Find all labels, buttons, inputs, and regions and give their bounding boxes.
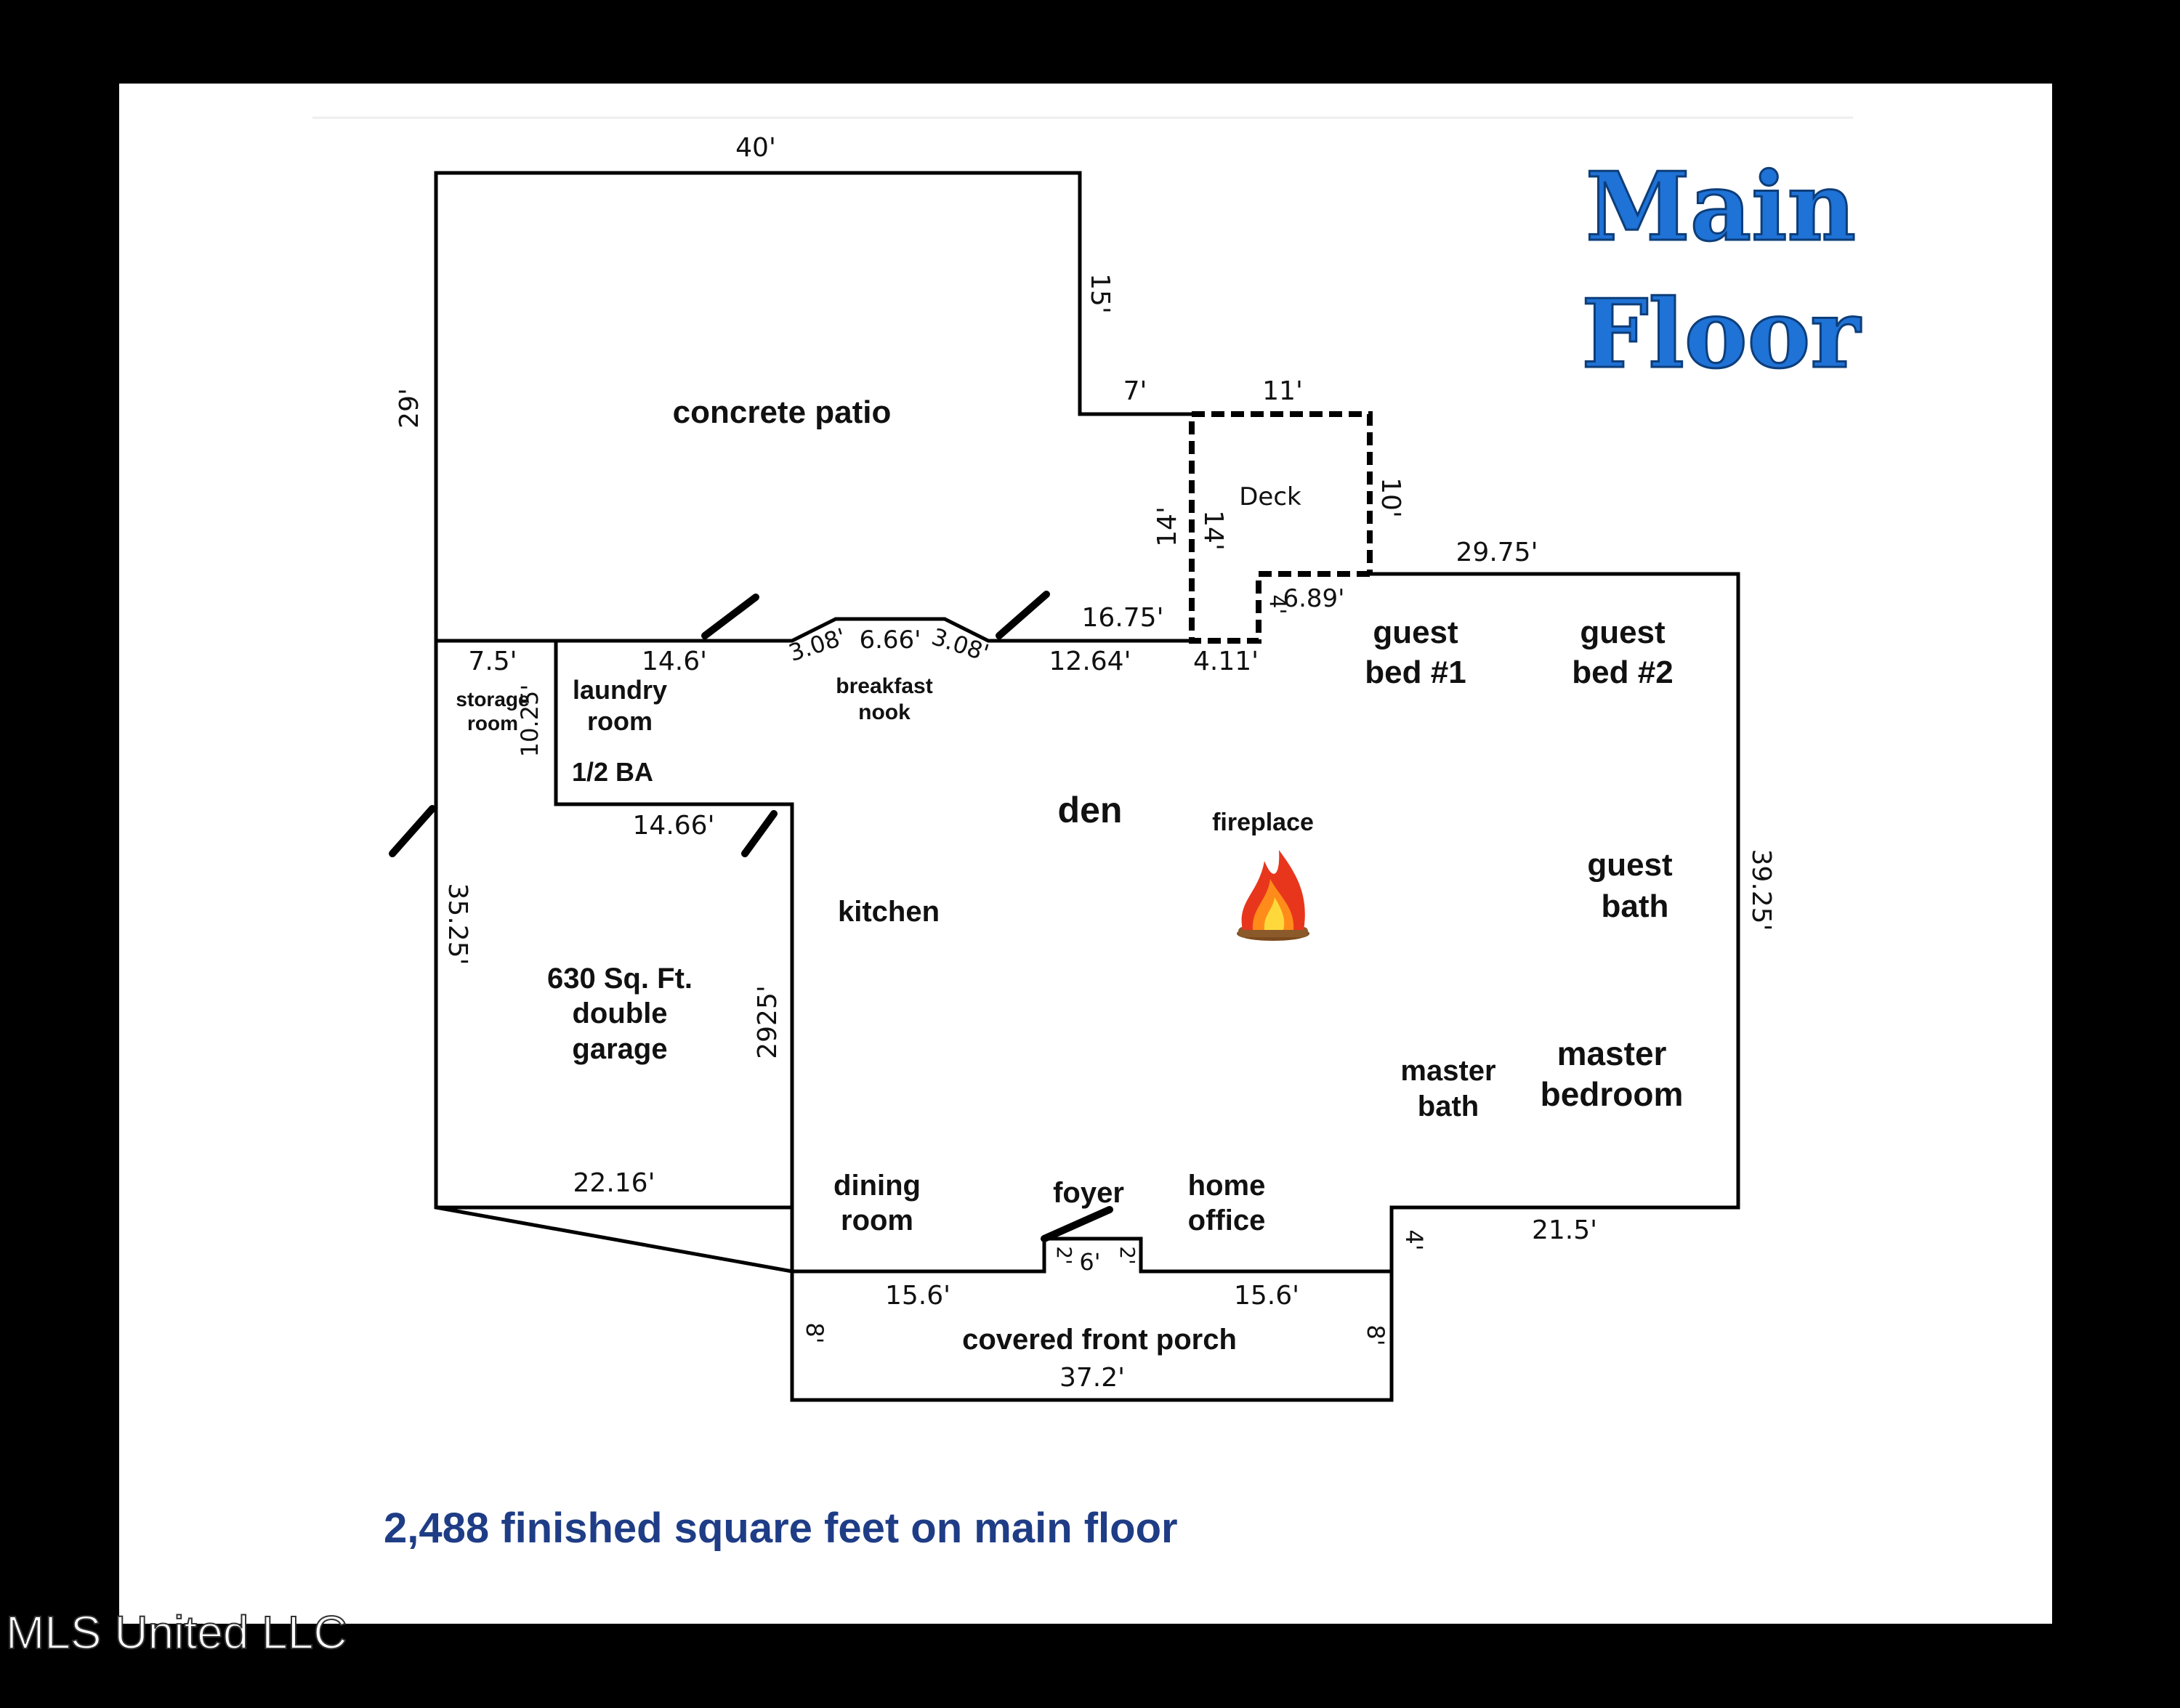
walls: [434, 171, 1740, 1402]
label-garage-line3: garage: [572, 1033, 667, 1065]
dim-foyer-mid: 6': [1079, 1248, 1100, 1276]
dim-deck-right: 10': [1376, 477, 1405, 518]
dim-deck-step: 4': [1264, 594, 1290, 614]
label-home-office-line2: office: [1188, 1205, 1266, 1237]
dim-porch-top-right: 15.6': [1234, 1281, 1299, 1311]
dim-patio-right: 15': [1085, 273, 1115, 314]
label-half-bath: 1/2 BA: [572, 757, 653, 787]
dim-porch-left: 8': [801, 1322, 828, 1343]
deck-outline: [1189, 411, 1373, 644]
label-laundry-line2: room: [587, 706, 653, 736]
dim-deck-left-outer: 14': [1152, 506, 1182, 547]
label-breakfast-line2: nook: [858, 700, 911, 724]
dim-master-step: 4': [1400, 1229, 1428, 1250]
label-dining-line1: dining: [833, 1170, 921, 1202]
dim-storage-width: 7.5': [468, 647, 517, 676]
label-home-office-line1: home: [1188, 1170, 1266, 1202]
dim-wall-1264: 12.64': [1049, 647, 1131, 676]
dim-garage-side: 35.25': [443, 883, 472, 966]
dim-master-bottom: 21.5': [1532, 1215, 1597, 1245]
heading-floor: Floor: [1581, 278, 1861, 389]
dim-porch-bottom: 37.2': [1059, 1363, 1125, 1393]
label-kitchen: kitchen: [838, 896, 940, 928]
label-guest-bed-1-line2: bed #1: [1365, 655, 1466, 690]
label-master-bedroom-line2: bedroom: [1541, 1075, 1684, 1113]
label-guest-bed-2-line2: bed #2: [1572, 655, 1673, 690]
label-laundry-line1: laundry: [573, 675, 667, 705]
house-outline: [434, 572, 1740, 1402]
doors: [389, 591, 1113, 1242]
label-covered-front-porch: covered front porch: [962, 1324, 1237, 1356]
dim-nook-right: 3.08': [928, 623, 992, 667]
door-garage-side[interactable]: [389, 805, 436, 857]
label-master-bath-line1: master: [1400, 1055, 1495, 1087]
dim-laundry-top: 14.6': [642, 647, 707, 676]
dim-deck-bottom: 6.89': [1283, 584, 1344, 613]
dim-nook-mid: 6.66': [859, 626, 921, 655]
dim-laundry-bottom: 14.66': [633, 811, 715, 841]
dim-patio-left: 29': [395, 388, 424, 429]
door-patio-left[interactable]: [701, 594, 759, 639]
label-master-bedroom-line1: master: [1557, 1035, 1667, 1072]
label-fireplace: fireplace: [1212, 809, 1314, 836]
label-garage-line2: double: [572, 997, 667, 1029]
dim-deck-left-inner: 14': [1198, 510, 1228, 551]
dim-foyer-right: 2': [1115, 1246, 1139, 1265]
floor-plan-card: [119, 84, 2052, 1624]
label-foyer: foyer: [1053, 1177, 1124, 1209]
dim-patio-step: 7': [1123, 376, 1147, 406]
dim-garage-bottom: 22.16': [573, 1168, 655, 1198]
dim-patio-bottom: 16.75': [1082, 603, 1164, 633]
label-concrete-patio: concrete patio: [673, 394, 892, 430]
door-front[interactable]: [1041, 1206, 1113, 1242]
room-labels: concrete patio Deck guest bed #1 guest b…: [456, 394, 1683, 1356]
label-guest-bed-2-line1: guest: [1580, 615, 1666, 650]
label-dining-line2: room: [841, 1205, 913, 1237]
rear-wall: [436, 617, 1192, 643]
patio-outline: [434, 171, 1192, 641]
dim-house-right: 39.25': [1746, 849, 1776, 931]
heading-main: Main: [1586, 151, 1856, 262]
label-storage-line2: room: [467, 712, 518, 734]
dim-storage-side: 10.25': [516, 684, 544, 757]
label-guest-bath-line2: bath: [1602, 889, 1669, 924]
door-garage-kitchen[interactable]: [741, 810, 778, 857]
label-master-bath-line2: bath: [1418, 1090, 1479, 1122]
label-garage-line1: 630 Sq. Ft.: [547, 963, 693, 995]
label-storage-line1: storage: [456, 688, 529, 711]
dim-porch-top-left: 15.6': [885, 1281, 950, 1311]
dim-kitchen-side: 2925': [753, 985, 783, 1059]
dim-foyer-left: 2': [1052, 1246, 1076, 1265]
label-den: den: [1058, 790, 1123, 830]
label-deck: Deck: [1239, 482, 1301, 511]
dim-porch-right: 8': [1362, 1324, 1389, 1345]
porch-top: [792, 1237, 1392, 1274]
square-footage-caption: 2,488 finished square feet on main floor: [384, 1505, 1178, 1552]
label-guest-bed-1-line1: guest: [1373, 615, 1458, 650]
dim-patio-top: 40': [735, 133, 776, 163]
fire-icon: [1237, 850, 1309, 941]
dim-deck-top: 11': [1262, 376, 1303, 406]
dim-house-top-right: 29.75': [1456, 538, 1538, 567]
label-breakfast-line1: breakfast: [836, 674, 932, 698]
dim-wall-411: 4.11': [1193, 647, 1259, 676]
watermark: MLS United LLC: [5, 1606, 348, 1659]
label-guest-bath-line1: guest: [1587, 847, 1673, 883]
door-patio-right[interactable]: [996, 591, 1050, 639]
